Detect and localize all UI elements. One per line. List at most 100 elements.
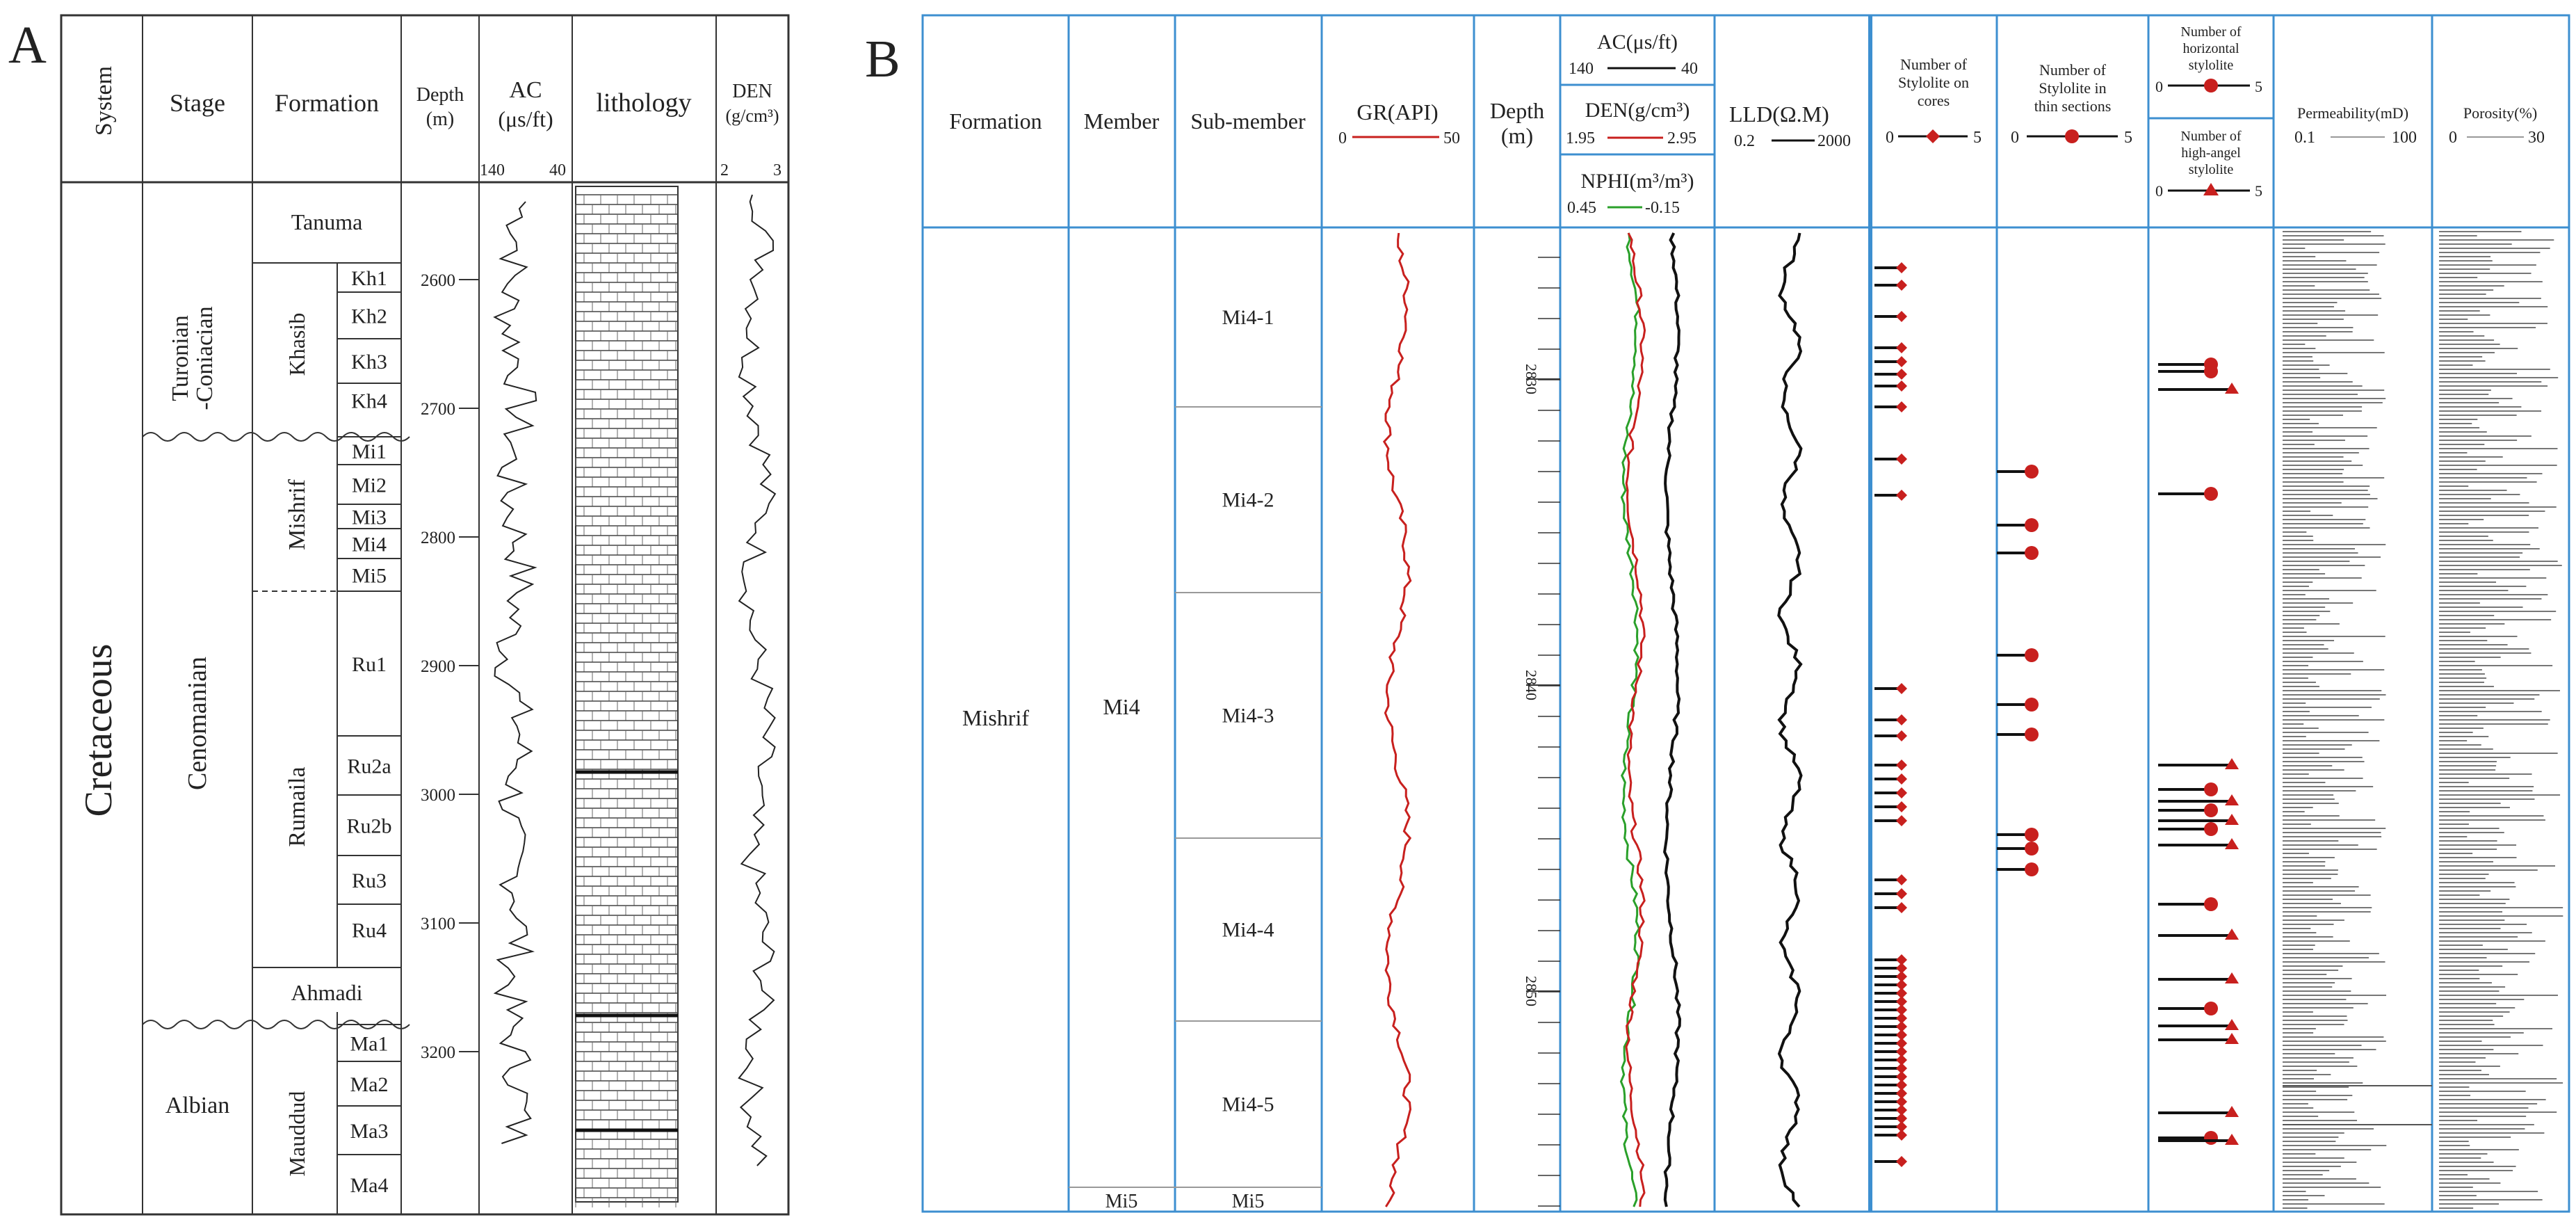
stylolite-thin-marker — [2025, 698, 2039, 712]
b-member-mi4: Mi4 — [1103, 694, 1140, 719]
stylolite-core-marker — [1896, 730, 1907, 741]
b-formation-mishrif: Mishrif — [962, 705, 1029, 730]
member-label: Ma2 — [350, 1073, 389, 1096]
formation-ahmadi: Ahmadi — [291, 980, 362, 1005]
stylolite-core-marker — [1896, 988, 1907, 999]
ac-b-scale-left: 140 — [1569, 60, 1594, 78]
header-den-unit: (g/cm³) — [725, 106, 779, 126]
porosity-track — [2439, 231, 2563, 1209]
stylo-thin-l1: Number of — [2039, 61, 2107, 79]
depth-tick-label: 3100 — [421, 915, 455, 933]
stylolite-core-marker — [1896, 801, 1907, 812]
stylolite-core-marker — [1896, 356, 1907, 367]
b-depth-label: 2840 — [1523, 670, 1540, 700]
stylolite-core-marker — [1896, 979, 1907, 990]
ac-scale-left: 140 — [480, 161, 505, 179]
submember-label: Mi4-5 — [1222, 1093, 1274, 1116]
lld-scale-right: 2000 — [1817, 132, 1851, 150]
submember-label: Mi4-2 — [1222, 489, 1274, 512]
stylo-thin-s0: 0 — [2011, 129, 2019, 147]
stylolite-core-marker — [1896, 311, 1907, 322]
den-scale-left: 2 — [720, 161, 729, 179]
stylolite-horizontal-marker — [2204, 822, 2218, 836]
stylolite-core-marker — [1896, 683, 1907, 694]
lld-scale-left: 0.2 — [1734, 132, 1755, 150]
stylolite-high-angle-marker — [2225, 1019, 2239, 1030]
stylolite-core-marker — [1896, 280, 1907, 291]
stylolite-horizontal-marker — [2204, 487, 2218, 501]
stylolite-high-angle-marker — [2225, 814, 2239, 825]
stylolite-high-angle-marker — [2225, 1106, 2239, 1117]
stage-cenomanian: Cenomanian — [183, 657, 212, 790]
stylolite-core-marker — [1896, 453, 1907, 465]
nphi-scale-right: -0.15 — [1645, 199, 1680, 217]
den-curve — [738, 194, 777, 1166]
stylolite-high-angle-marker — [2225, 794, 2239, 805]
stylo-horiz-l1: Number of — [2180, 24, 2242, 40]
stylolite-core-marker — [1896, 1063, 1907, 1074]
member-label: Kh2 — [351, 305, 387, 328]
stylo-header-markers — [1898, 79, 2250, 195]
b-header-den: DEN(g/cm³) — [1585, 99, 1690, 122]
poro-scale-right: 30 — [2528, 129, 2545, 147]
nphi-curve — [1619, 232, 1641, 1207]
system-cretaceous: Cretaceous — [77, 644, 120, 817]
b-depth-label: 2830 — [1523, 364, 1540, 394]
stylolite-high-angle-marker — [2225, 383, 2239, 394]
stylolite-high-angle-marker — [2225, 1134, 2239, 1145]
stylolite-core-marker — [1896, 954, 1907, 965]
gr-curve — [1382, 232, 1412, 1207]
b-header-gr: GR(API) — [1356, 99, 1438, 124]
member-list: Kh1Kh2Kh3Kh4Mi1Mi2Mi3Mi4Mi5Ru1Ru2aRu2bRu… — [337, 262, 401, 1197]
stylolite-core-marker — [1896, 1121, 1907, 1132]
b-header-nphi: NPHI(m³/m³) — [1581, 170, 1694, 193]
stylolite-core-marker — [1896, 902, 1907, 913]
panel-a: A System Stage Formation Depth (m) AC (μ… — [8, 14, 790, 1216]
ac-curve — [493, 201, 537, 1144]
stylolite-thin-marker — [2025, 842, 2039, 856]
stylo-cores-s5: 5 — [1973, 129, 1982, 147]
stylolite-core-marker — [1896, 262, 1907, 273]
stage-turonian: Turonian — [168, 315, 193, 401]
stylolite-cores-track — [1874, 262, 1907, 1167]
stage-albian: Albian — [165, 1093, 230, 1118]
submember-label: Mi4-3 — [1222, 705, 1274, 728]
stylolite-core-marker — [1896, 1046, 1907, 1057]
stylolite-core-marker — [1896, 1096, 1907, 1107]
stylolite-core-marker — [1896, 1004, 1907, 1015]
b-header-depth: Depth — [1490, 98, 1544, 123]
header-ac-unit: (μs/ft) — [498, 106, 553, 131]
depth-tick-label: 3000 — [421, 786, 455, 805]
b-header-poro: Porosity(%) — [2463, 104, 2537, 122]
stylolite-core-marker — [1896, 874, 1907, 885]
stylolite-core-marker — [1896, 1079, 1907, 1091]
b-depth-label: 2850 — [1523, 976, 1540, 1006]
stylolite-core-marker — [1896, 1029, 1907, 1041]
stylolite-horizontal-marker — [2204, 782, 2218, 796]
header-lithology: lithology — [596, 88, 691, 118]
permeability-track — [2283, 231, 2432, 1209]
perm-scale-right: 100 — [2392, 129, 2417, 147]
stylolite-thin-marker — [2025, 465, 2039, 479]
depth-tick-label: 2700 — [421, 400, 455, 419]
stylolite-high-angle-marker — [2225, 929, 2239, 940]
stylolite-core-marker — [1896, 1130, 1907, 1141]
panel-b-letter: B — [865, 30, 900, 88]
b-depth-axis: 2830 2840 2850 — [1523, 257, 1560, 1207]
stylolite-core-marker — [1896, 1038, 1907, 1049]
stylo-cores-l3: cores — [1918, 92, 1950, 109]
b-header-lld: LLD(Ω.M) — [1729, 102, 1829, 127]
member-label: Kh1 — [351, 267, 387, 290]
stylolite-horizontal-marker — [2204, 1131, 2218, 1145]
header-ac: AC — [509, 77, 542, 103]
lithology-box — [575, 186, 679, 1203]
stylolite-core-marker — [1896, 714, 1907, 725]
stylo-high-s0: 0 — [2155, 182, 2163, 200]
gr-scale-left: 0 — [1338, 129, 1347, 147]
member-label: Kh3 — [351, 351, 387, 373]
b-header-depth-unit: (m) — [1501, 123, 1533, 148]
stylolite-core-marker — [1896, 787, 1907, 798]
den-b-curve — [1625, 232, 1646, 1207]
den-b-scale-left: 1.95 — [1566, 129, 1595, 147]
